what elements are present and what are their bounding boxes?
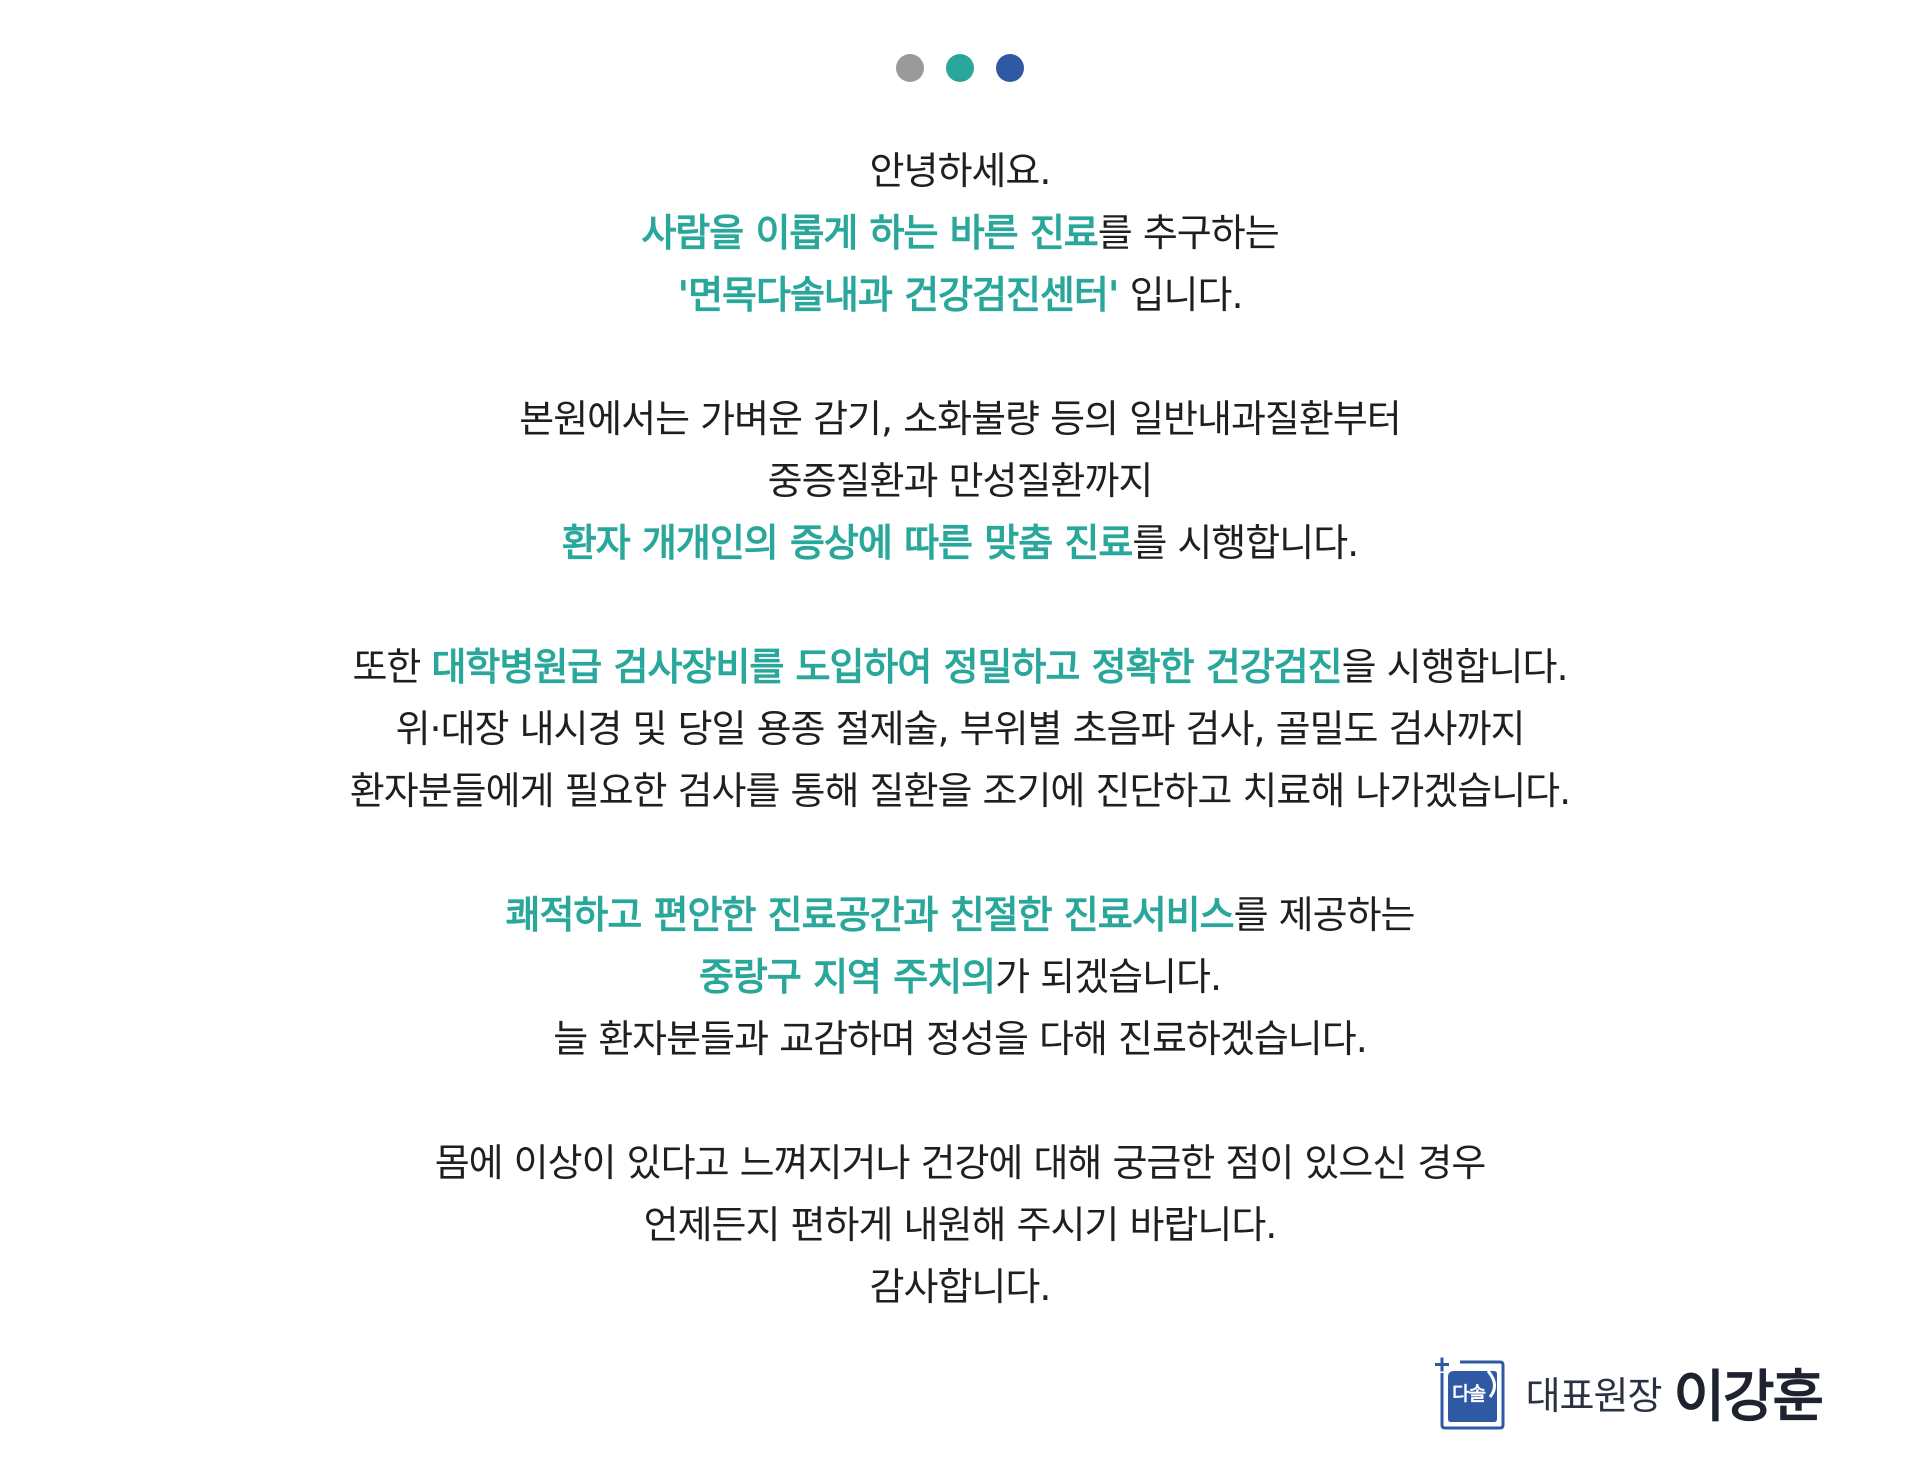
decorative-dots [0, 54, 1920, 82]
highlight-text: 사람을 이롭게 하는 바른 진료 [641, 211, 1098, 255]
highlight-text: 대학병원급 검사장비를 도입하여 정밀하고 정확한 건강검진 [431, 645, 1342, 689]
plain-text: 입니다. [1118, 273, 1244, 317]
plain-text: 또한 [352, 645, 432, 689]
message-line: 본원에서는 가벼운 감기, 소화불량 등의 일반내과질환부터 [0, 388, 1920, 450]
message-line: 중랑구 지역 주치의가 되겠습니다. [0, 946, 1920, 1008]
plain-text: 늘 환자분들과 교감하며 정성을 다해 진료하겠습니다. [553, 1017, 1368, 1061]
message-line: 감사합니다. [0, 1256, 1920, 1318]
plain-text: 을 시행합니다. [1341, 645, 1569, 689]
message-line: 몸에 이상이 있다고 느껴지거나 건강에 대해 궁금한 점이 있으신 경우 [0, 1132, 1920, 1194]
plain-text: 위·대장 내시경 및 당일 용종 절제술, 부위별 초음파 검사, 골밀도 검사… [395, 707, 1526, 751]
plain-text: 언제든지 편하게 내원해 주시기 바랍니다. [643, 1203, 1278, 1247]
message-line: 늘 환자분들과 교감하며 정성을 다해 진료하겠습니다. [0, 1008, 1920, 1070]
message-line: 환자 개개인의 증상에 따른 맞춤 진료를 시행합니다. [0, 512, 1920, 574]
paragraph-checkup: 또한 대학병원급 검사장비를 도입하여 정밀하고 정확한 건강검진을 시행합니다… [0, 636, 1920, 822]
highlight-text: 중랑구 지역 주치의 [698, 955, 996, 999]
message-line: 쾌적하고 편안한 진료공간과 친절한 진료서비스를 제공하는 [0, 884, 1920, 946]
teal-dot [946, 54, 974, 82]
clinic-logo-icon: 다솔 [1432, 1355, 1506, 1431]
director-name: 이강훈 [1673, 1365, 1824, 1430]
message-line: 위·대장 내시경 및 당일 용종 절제술, 부위별 초음파 검사, 골밀도 검사… [0, 698, 1920, 760]
director-signature: 다솔 대표원장 이강훈 [1432, 1352, 1824, 1433]
plain-text: 를 시행합니다. [1132, 521, 1359, 565]
highlight-text: 쾌적하고 편안한 진료공간과 친절한 진료서비스 [505, 893, 1234, 937]
plain-text: 를 제공하는 [1233, 893, 1416, 937]
logo-label: 다솔 [1452, 1382, 1486, 1405]
plain-text: 를 추구하는 [1097, 211, 1280, 255]
plain-text: 본원에서는 가벼운 감기, 소화불량 등의 일반내과질환부터 [519, 397, 1402, 441]
message-line: '면목다솔내과 건강검진센터' 입니다. [0, 264, 1920, 326]
message-line: 언제든지 편하게 내원해 주시기 바랍니다. [0, 1194, 1920, 1256]
message-line: 사람을 이롭게 하는 바른 진료를 추구하는 [0, 202, 1920, 264]
message-line: 환자분들에게 필요한 검사를 통해 질환을 조기에 진단하고 치료해 나가겠습니… [0, 760, 1920, 822]
message-line: 또한 대학병원급 검사장비를 도입하여 정밀하고 정확한 건강검진을 시행합니다… [0, 636, 1920, 698]
director-title: 대표원장 [1525, 1374, 1663, 1418]
greeting-text: 안녕하세요. [869, 149, 1052, 193]
greeting-message: 안녕하세요. 사람을 이롭게 하는 바른 진료를 추구하는 '면목다솔내과 건강… [0, 140, 1920, 1380]
paragraph-closing: 몸에 이상이 있다고 느껴지거나 건강에 대해 궁금한 점이 있으신 경우 언제… [0, 1132, 1920, 1318]
plain-text: 가 되겠습니다. [995, 955, 1222, 999]
plain-text: 몸에 이상이 있다고 느껴지거나 건강에 대해 궁금한 점이 있으신 경우 [434, 1141, 1487, 1185]
thanks-text: 감사합니다. [869, 1265, 1052, 1309]
paragraph-service: 쾌적하고 편안한 진료공간과 친절한 진료서비스를 제공하는 중랑구 지역 주치… [0, 884, 1920, 1070]
message-line: 중증질환과 만성질환까지 [0, 450, 1920, 512]
message-line: 안녕하세요. [0, 140, 1920, 202]
clinic-name-highlight: '면목다솔내과 건강검진센터' [677, 273, 1119, 317]
gray-dot [896, 54, 924, 82]
paragraph-treatment: 본원에서는 가벼운 감기, 소화불량 등의 일반내과질환부터 중증질환과 만성질… [0, 388, 1920, 574]
plain-text: 환자분들에게 필요한 검사를 통해 질환을 조기에 진단하고 치료해 나가겠습니… [349, 769, 1571, 813]
blue-dot [996, 54, 1024, 82]
paragraph-intro: 안녕하세요. 사람을 이롭게 하는 바른 진료를 추구하는 '면목다솔내과 건강… [0, 140, 1920, 326]
plain-text: 중증질환과 만성질환까지 [767, 459, 1154, 503]
clinic-logo-graphic [1434, 1357, 1505, 1429]
highlight-text: 환자 개개인의 증상에 따른 맞춤 진료 [561, 521, 1134, 565]
